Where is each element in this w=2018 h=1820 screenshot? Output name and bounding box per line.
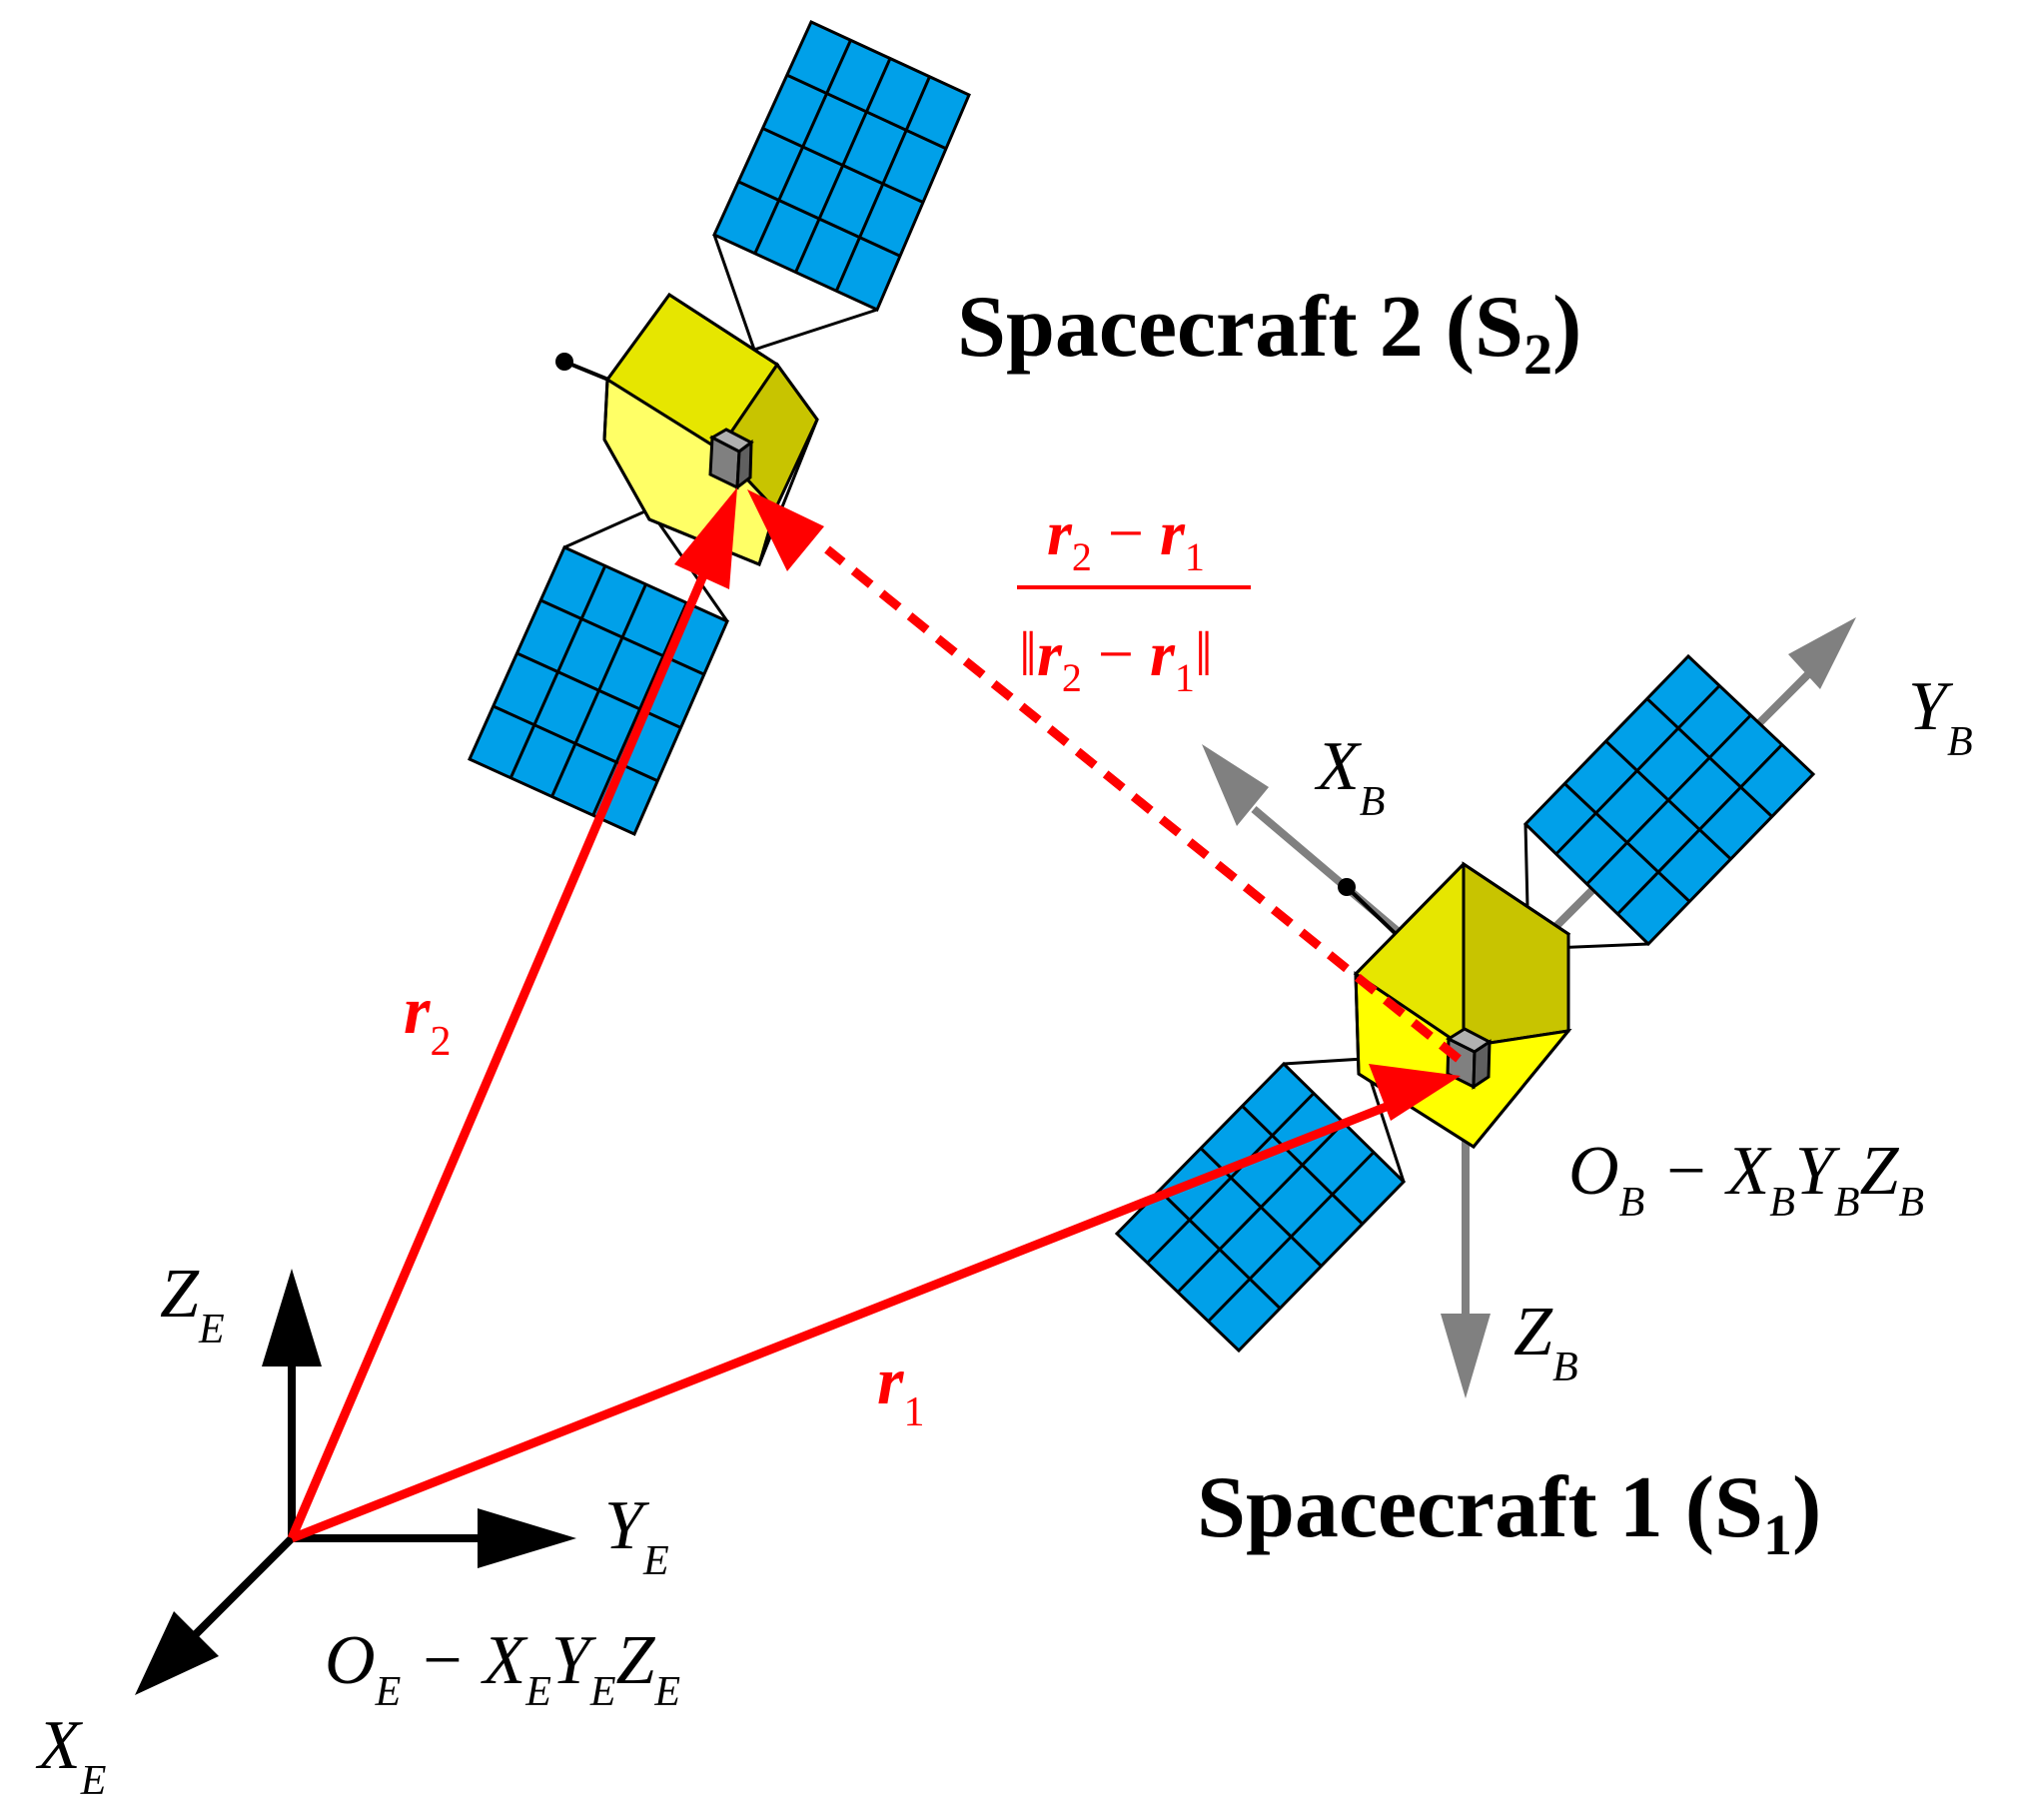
earth-z-axis-label: ZE (160, 1256, 225, 1353)
earth-z-axis-arrowhead (262, 1269, 322, 1366)
spacecraft-1 (1114, 617, 1856, 1398)
earth-axes (135, 1269, 576, 1695)
unit-vector-fraction: r2 − r1 ‖r2 − r1‖ (1017, 497, 1251, 700)
solar-panel-1-lower (1114, 1057, 1407, 1354)
r2-label: r2 (404, 972, 451, 1065)
body-x-axis-line (1251, 805, 1422, 953)
position-vectors (287, 487, 1462, 1543)
body-x-axis-arrowhead (1202, 744, 1269, 826)
r2-vector-arrowhead (674, 487, 737, 589)
body-y-axis-arrowhead (1788, 617, 1856, 689)
spacecraft-2 (468, 20, 971, 836)
r1-vector-line (290, 1099, 1396, 1543)
body-y-axis-label: YB (1908, 668, 1973, 765)
relative-unit-vector-line (824, 545, 1462, 1063)
relative-unit-vector-arrowhead (747, 489, 824, 571)
body-x-axis-label: XB (1314, 728, 1385, 825)
earth-y-axis-arrowhead (478, 1508, 576, 1568)
r2-vector-line (287, 545, 720, 1540)
earth-x-axis-label: XE (35, 1707, 106, 1804)
spacecraft-2-title: Spacecraft 2 (S2) (957, 279, 1581, 387)
r1-label: r1 (877, 1343, 924, 1435)
earth-x-axis-arrowhead (135, 1611, 219, 1695)
earth-y-axis-label: YE (604, 1487, 669, 1584)
solar-panel-1-upper (1522, 653, 1816, 951)
fraction-numerator: r2 − r1 (1047, 497, 1205, 579)
spacecraft-1-title: Spacecraft 1 (S1) (1197, 1459, 1821, 1567)
earth-frame-name: OE − XEYEZE (325, 1622, 680, 1715)
solar-panel-2-upper (712, 20, 971, 352)
fraction-denominator: ‖r2 − r1‖ (1019, 618, 1213, 700)
earth-x-axis-line (192, 1535, 295, 1638)
r1-vector-arrowhead (1369, 1064, 1461, 1121)
body-z-axis-arrowhead (1441, 1314, 1491, 1398)
body-frame-name: OB − XBYBZB (1568, 1133, 1924, 1226)
sensor-1 (1445, 1027, 1493, 1090)
sensor-2 (708, 428, 754, 491)
body-z-axis-label: ZB (1514, 1294, 1578, 1390)
solar-panel-2-lower (468, 507, 729, 836)
